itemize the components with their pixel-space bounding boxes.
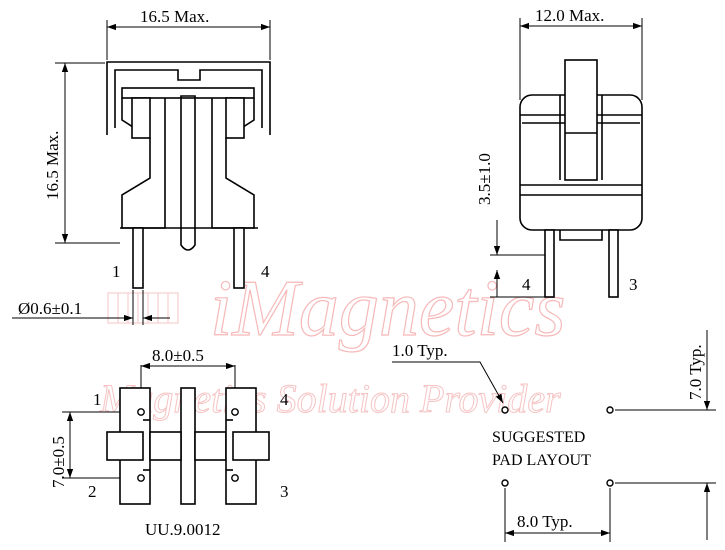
front-width-label: 16.5 Max.	[140, 7, 209, 26]
side-pin-4	[544, 229, 555, 298]
side-width-label: 12.0 Max.	[535, 6, 604, 25]
pad-top-right	[606, 406, 614, 414]
side-view: 12.0 Max. 4 3 3.5±1.0	[475, 6, 643, 298]
side-pin-4-label: 4	[522, 275, 531, 294]
front-view: 16.5 Max. 16.5 Max. 1 4 Ø0.6±0.1	[12, 7, 271, 325]
part-number: UU.9.0012	[145, 520, 221, 539]
front-center-post	[180, 95, 196, 251]
pad-layout-title-line2: PAD LAYOUT	[492, 452, 591, 469]
bottom-view: 8.0±0.5 7.0±0.5 1 2 3 4 UU.9.0012	[49, 346, 289, 539]
bottom-pitch-label: 8.0±0.5	[152, 346, 204, 365]
watermark: iMagnetics Magnetics Solution Provider	[99, 264, 567, 421]
pad-bottom-left	[501, 479, 509, 487]
side-pin-3	[608, 229, 619, 298]
front-pin-4-label: 4	[261, 262, 270, 281]
side-pin-3-label: 3	[629, 275, 638, 294]
pin-diameter-label: Ø0.6±0.1	[18, 299, 82, 318]
watermark-brand: iMagnetics	[210, 265, 565, 353]
bottom-pin-3	[231, 474, 239, 482]
watermark-tagline: Magnetics Solution Provider	[99, 376, 561, 421]
bottom-pin-4	[231, 408, 239, 416]
bottom-pin-1-label: 1	[93, 390, 102, 409]
pad-layout: 1.0 Typ. SUGGESTED PAD LAYOUT 7.0 Typ. 8…	[392, 330, 716, 542]
bottom-pin-2	[137, 474, 145, 482]
pad-size-label: 1.0 Typ.	[392, 341, 448, 360]
pad-bottom-right	[606, 479, 614, 487]
front-height-label: 16.5 Max.	[43, 131, 62, 200]
bottom-row-label: 7.0±0.5	[49, 436, 68, 488]
standoff-label: 3.5±1.0	[475, 153, 494, 205]
front-pin-4	[233, 227, 245, 289]
bottom-pin-3-label: 3	[280, 482, 289, 501]
pad-row-label: 7.0 Typ.	[686, 344, 705, 400]
pad-layout-title-line1: SUGGESTED	[492, 429, 585, 446]
side-clip	[564, 59, 598, 181]
front-bobbin-flange	[121, 87, 255, 99]
bottom-pin-2-label: 2	[88, 482, 97, 501]
front-clip	[106, 61, 271, 135]
bottom-pin-4-label: 4	[280, 390, 289, 409]
bottom-center-core	[180, 387, 196, 505]
bottom-pin-1	[137, 408, 145, 416]
pad-top-left	[501, 406, 509, 414]
front-pin-1	[132, 227, 144, 289]
pad-pitch-label: 8.0 Typ.	[517, 512, 573, 531]
front-pin-1-label: 1	[112, 262, 121, 281]
